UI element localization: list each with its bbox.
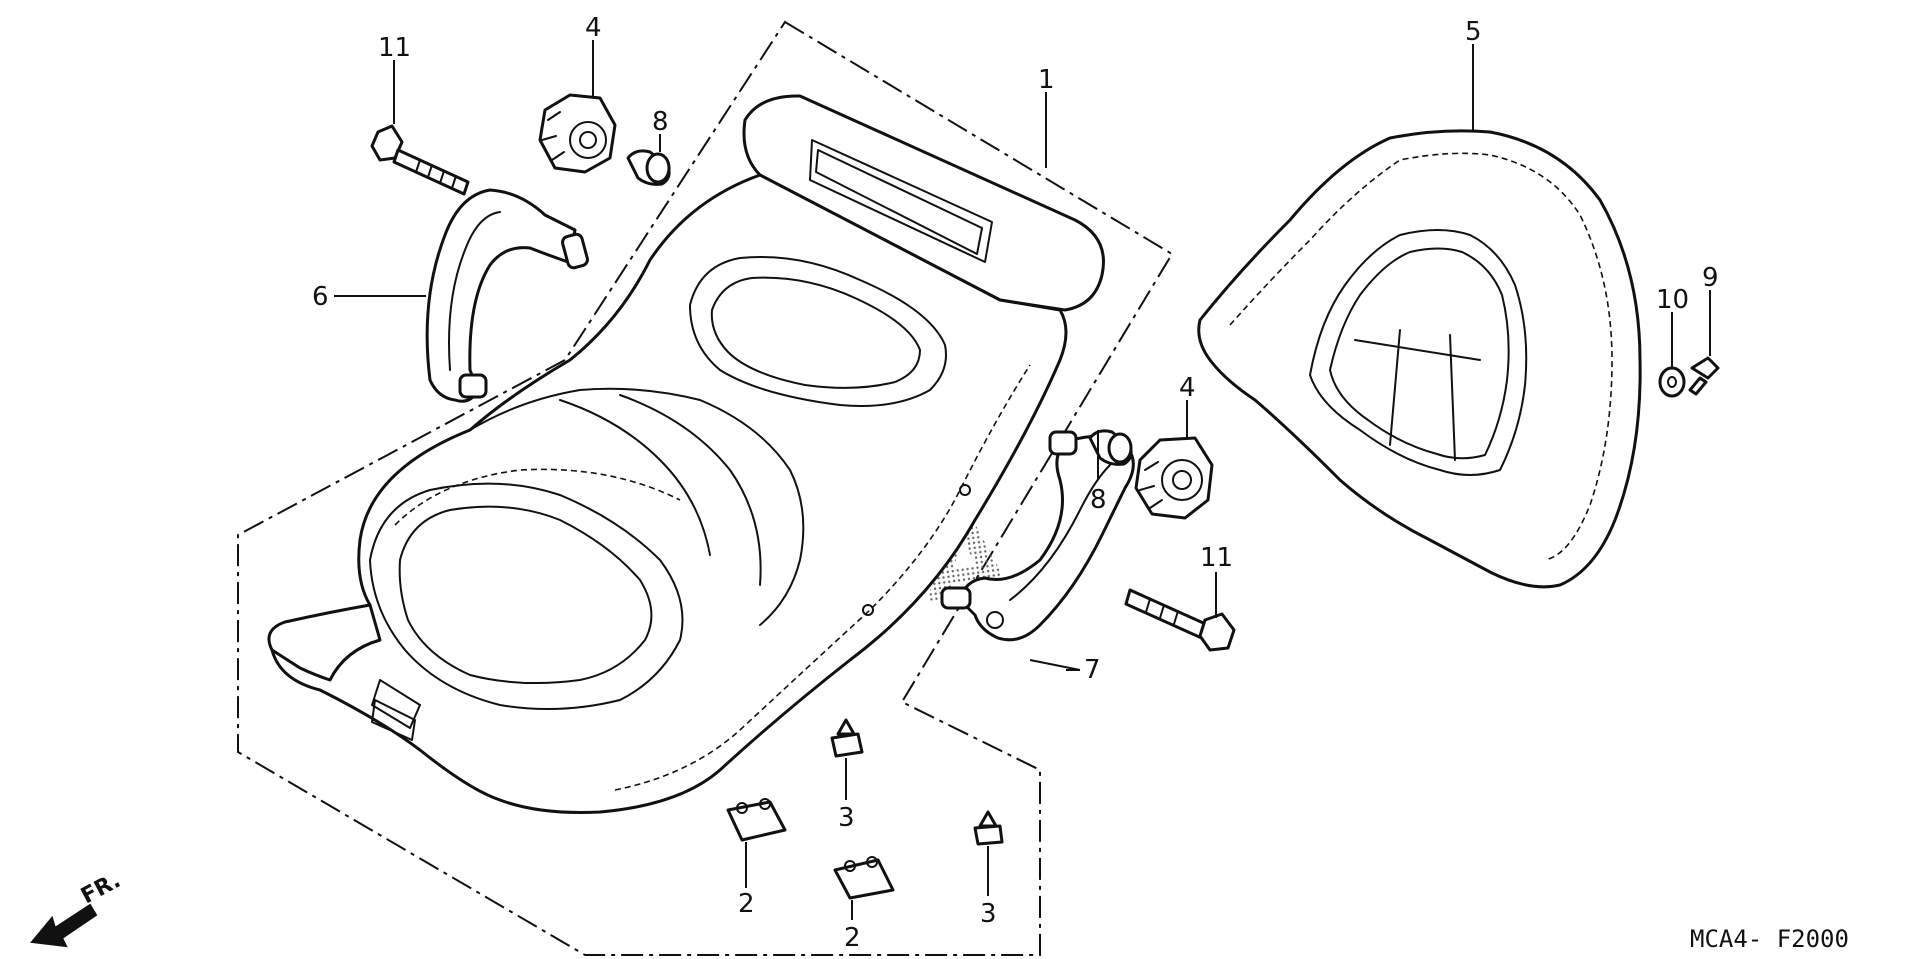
callout-stopper-a: 2 [738, 889, 755, 919]
collar-right-part[interactable] [1088, 429, 1133, 466]
callout-bolt-left: 11 [378, 33, 411, 63]
callout-screw: 9 [1702, 263, 1719, 293]
bolt-left-part[interactable] [370, 124, 470, 196]
callout-cushion-a: 3 [838, 803, 855, 833]
knob-right-part[interactable] [1134, 436, 1214, 520]
callout-bracket-right: 7 [1084, 655, 1101, 685]
callout-collar-right: 8 [1090, 485, 1107, 515]
bracket-left-part[interactable] [425, 188, 589, 403]
collar-left-part[interactable] [626, 149, 671, 186]
cushion-a-part[interactable] [830, 718, 864, 758]
front-label: FR. [77, 868, 125, 909]
stopper-a-part[interactable] [726, 798, 787, 842]
bolt-right-part[interactable] [1124, 588, 1236, 652]
callout-cushion-b: 3 [980, 899, 997, 929]
leader-lines [334, 40, 1711, 920]
bracket-right-part[interactable] [940, 430, 1135, 642]
callout-knob-left: 4 [585, 13, 602, 43]
front-direction-indicator: FR. [30, 868, 125, 948]
callout-backrest: 5 [1465, 17, 1482, 47]
callout-washer: 10 [1656, 285, 1689, 315]
callout-knob-right: 4 [1179, 373, 1196, 403]
washer-part[interactable] [1658, 366, 1686, 398]
callout-bracket-left: 6 [312, 282, 329, 312]
seat-part[interactable] [267, 94, 1105, 814]
backrest-part[interactable] [1197, 129, 1642, 589]
front-arrow-icon [30, 903, 98, 948]
callout-seat: 1 [1038, 65, 1055, 95]
callout-stopper-b: 2 [844, 923, 861, 953]
diagram-code: MCA4- F2000 [1690, 925, 1849, 953]
stopper-b-part[interactable] [833, 856, 895, 900]
callout-bolt-right: 11 [1200, 543, 1233, 573]
screw-part[interactable] [1688, 356, 1720, 396]
callout-collar-left: 8 [652, 107, 669, 137]
assembly-boundary [237, 20, 1174, 956]
knob-left-part[interactable] [538, 93, 617, 174]
cushion-b-part[interactable] [973, 810, 1004, 846]
